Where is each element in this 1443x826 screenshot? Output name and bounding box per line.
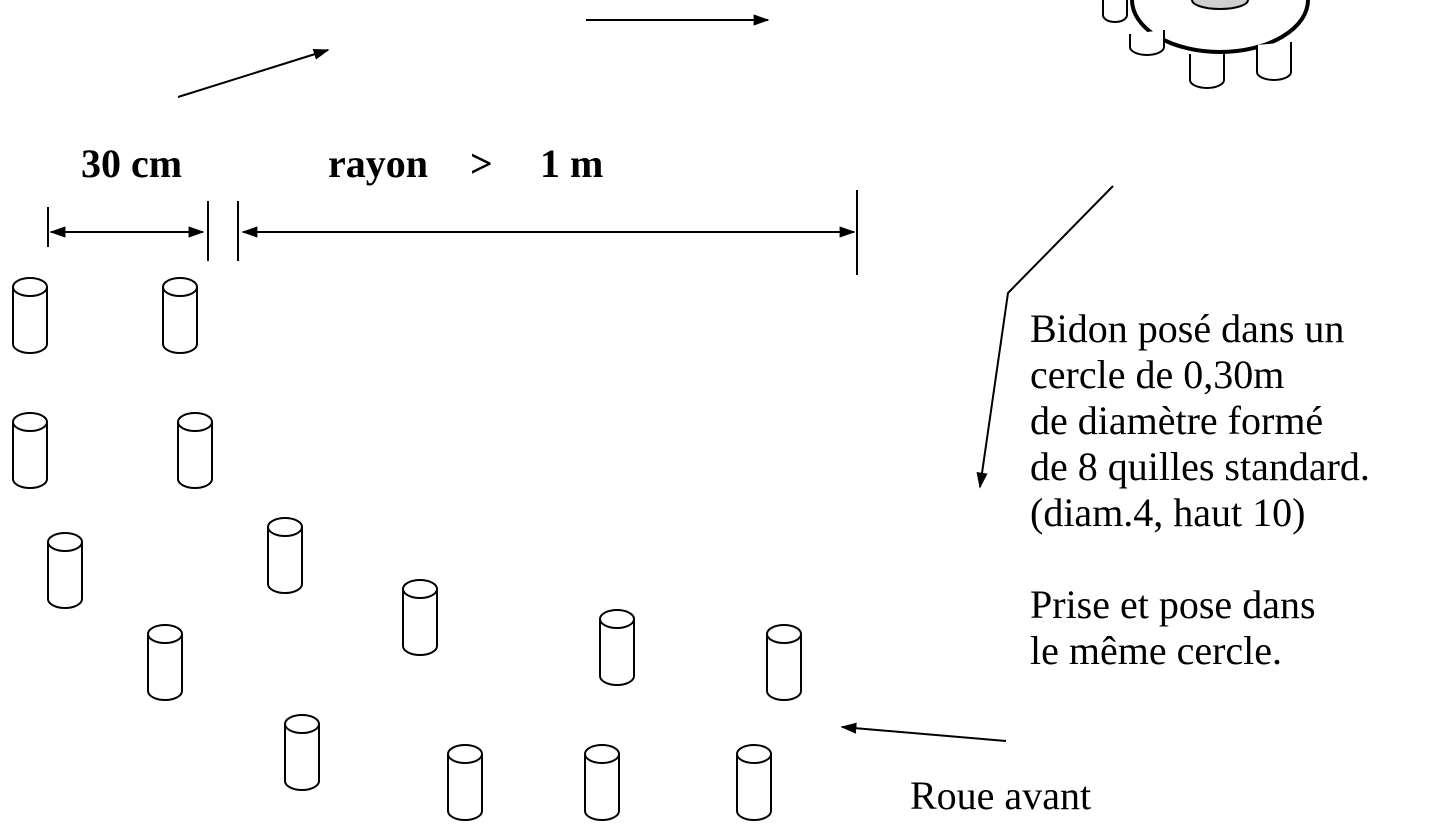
radius-word: rayon bbox=[328, 141, 428, 186]
pin-top bbox=[147, 624, 183, 644]
pin-top bbox=[177, 412, 213, 432]
pin-icon bbox=[12, 422, 48, 489]
pin-top bbox=[162, 277, 198, 297]
pin-icon bbox=[447, 754, 483, 821]
pin-icon bbox=[147, 634, 183, 701]
pin-icon bbox=[736, 754, 772, 821]
pin-top bbox=[402, 579, 438, 599]
note-line: cercle de 0,30m bbox=[1030, 352, 1285, 397]
front-wheel-label: Roue avant bbox=[910, 773, 1092, 818]
pin-top bbox=[284, 714, 320, 734]
pin-icon bbox=[162, 287, 198, 354]
note-line: (diam.4, haut 10) bbox=[1030, 490, 1306, 535]
pin-top bbox=[766, 624, 802, 644]
pin-top bbox=[736, 744, 772, 764]
spacing-label: 30 cm bbox=[81, 141, 183, 186]
pin-top bbox=[12, 412, 48, 432]
pin-top bbox=[12, 277, 48, 297]
pin-icon bbox=[584, 754, 620, 821]
pin-icon bbox=[284, 724, 320, 791]
note-line: de 8 quilles standard. bbox=[1030, 444, 1370, 489]
pin-icon bbox=[402, 589, 438, 656]
pin-target-left bbox=[1102, 0, 1128, 23]
bidon-target bbox=[1102, 0, 1310, 89]
pin-icon bbox=[599, 619, 635, 686]
note-line: de diamètre formé bbox=[1030, 398, 1324, 443]
pin-icon bbox=[267, 527, 303, 594]
pin-icon bbox=[12, 287, 48, 354]
radius-symbol: > bbox=[470, 141, 493, 186]
front-wheel-arrow bbox=[840, 722, 1007, 742]
pin-top bbox=[47, 532, 83, 552]
rule-line: Prise et pose dans bbox=[1030, 582, 1316, 627]
pin-target-2 bbox=[1189, 54, 1225, 89]
dimension-lines bbox=[47, 190, 858, 275]
bidon-icon bbox=[1191, 0, 1249, 10]
pin-target-3 bbox=[1256, 42, 1292, 81]
pin-icon bbox=[47, 542, 83, 609]
pin-top bbox=[584, 744, 620, 764]
note-line: Bidon posé dans un bbox=[1030, 306, 1345, 351]
pin-top bbox=[447, 744, 483, 764]
pin-top bbox=[267, 517, 303, 537]
pin-icon bbox=[766, 634, 802, 701]
note-leader-line bbox=[976, 185, 1114, 489]
target-circle bbox=[1130, 0, 1310, 54]
pin-target-1 bbox=[1129, 30, 1165, 56]
rule-line: le même cercle. bbox=[1030, 628, 1283, 673]
bidon-note: Bidon posé dans un cercle de 0,30m de di… bbox=[1030, 306, 1370, 674]
pins bbox=[12, 277, 802, 821]
pin-icon bbox=[177, 422, 213, 489]
radius-value: 1 m bbox=[540, 141, 604, 186]
direction-arrow-diagonal bbox=[177, 48, 330, 98]
pin-top bbox=[599, 609, 635, 629]
